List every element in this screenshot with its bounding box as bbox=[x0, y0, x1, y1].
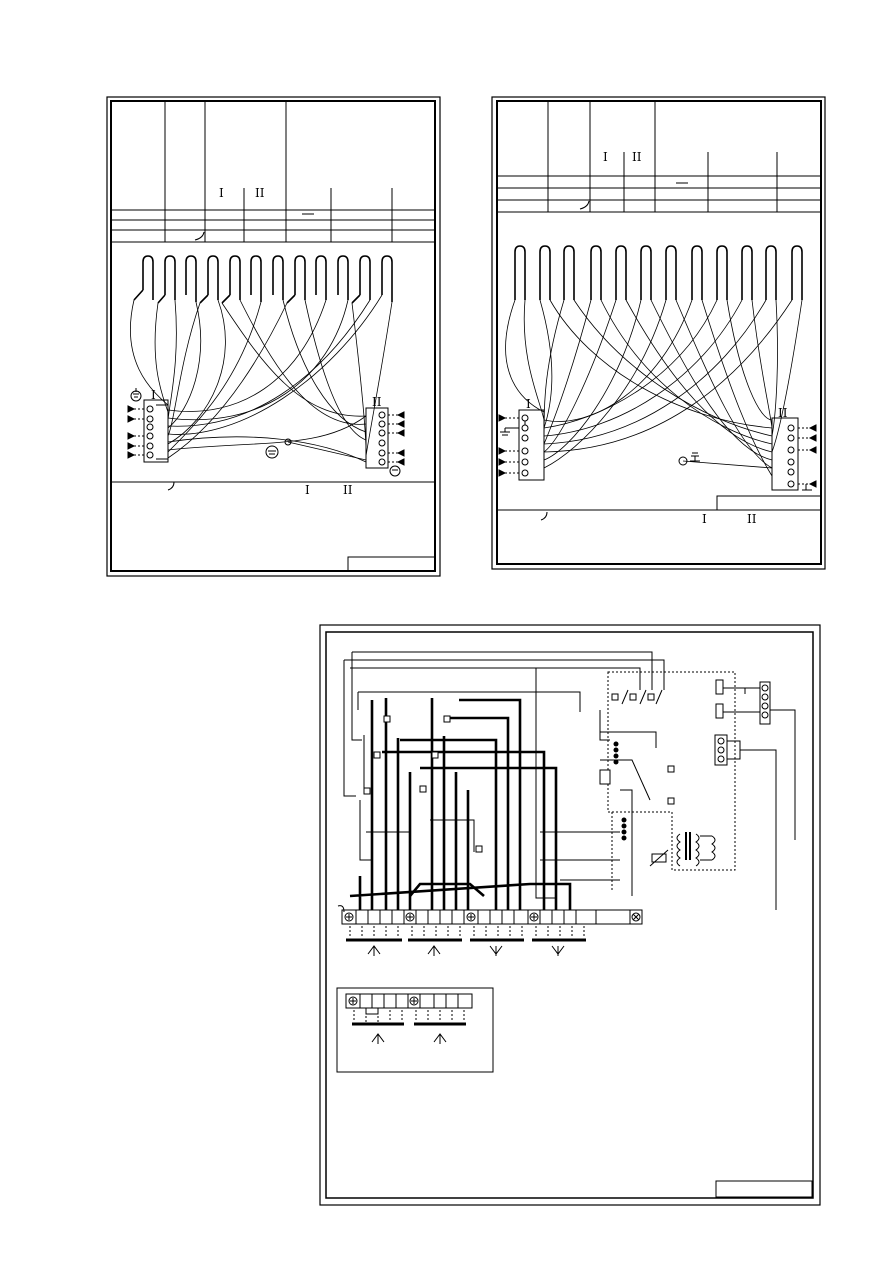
right-input-arrows-i bbox=[499, 415, 520, 476]
right-terminal-block-ii bbox=[772, 418, 798, 490]
left-label-i: I bbox=[219, 186, 224, 200]
right-footer-mark bbox=[541, 512, 547, 520]
direction-arrow-icon bbox=[368, 946, 564, 956]
left-block-label-i: I bbox=[151, 388, 156, 402]
left-sensor-loops bbox=[134, 256, 392, 303]
left-footer-mark bbox=[168, 482, 174, 490]
right-input-arrows-ii bbox=[798, 425, 816, 490]
ground-icon bbox=[131, 388, 141, 401]
left-outer-frame bbox=[107, 97, 440, 576]
right-footer-label-ii: II bbox=[747, 512, 757, 526]
right-header-table bbox=[497, 101, 821, 212]
right-block-label-i: I bbox=[526, 397, 531, 411]
thermistor-icon bbox=[600, 770, 610, 784]
left-input-arrows-i bbox=[128, 406, 145, 458]
right-footer-step bbox=[717, 496, 821, 510]
main-bus-wires bbox=[350, 698, 570, 910]
strip-leads bbox=[350, 926, 584, 938]
left-input-arrows-ii bbox=[388, 412, 404, 465]
left-label-ii: II bbox=[255, 186, 265, 200]
right-label-ii: II bbox=[632, 150, 642, 164]
bottom-schematic bbox=[320, 625, 820, 1205]
control-wiring bbox=[344, 652, 664, 898]
right-label-i: I bbox=[603, 150, 608, 164]
right-outer-frame bbox=[492, 97, 825, 569]
left-title-box bbox=[348, 557, 435, 571]
right-inner-frame bbox=[497, 101, 821, 564]
ground-icon bbox=[500, 428, 700, 465]
right-sensor-loops bbox=[515, 246, 802, 300]
bottom-title-box bbox=[716, 1181, 812, 1197]
right-connector-blocks bbox=[715, 680, 795, 910]
left-wiring-fan bbox=[130, 295, 392, 462]
right-diagram: I II bbox=[492, 97, 825, 569]
inset-terminal-box bbox=[337, 988, 493, 1072]
left-footer-label-ii: II bbox=[343, 483, 353, 497]
right-wiring-fan bbox=[506, 300, 802, 476]
coil-stack bbox=[614, 742, 627, 841]
right-terminal-block-i bbox=[519, 410, 544, 480]
left-diagram: I II bbox=[107, 97, 440, 576]
transformer-icon bbox=[677, 832, 715, 866]
left-terminal-block-i bbox=[144, 400, 168, 462]
right-block-label-ii: II bbox=[778, 406, 788, 420]
right-footer-label-i: I bbox=[702, 512, 707, 526]
left-header-table bbox=[111, 101, 435, 242]
left-block-label-ii: II bbox=[372, 395, 382, 409]
left-footer-label-i: I bbox=[305, 483, 310, 497]
terminal-strip bbox=[342, 910, 642, 924]
